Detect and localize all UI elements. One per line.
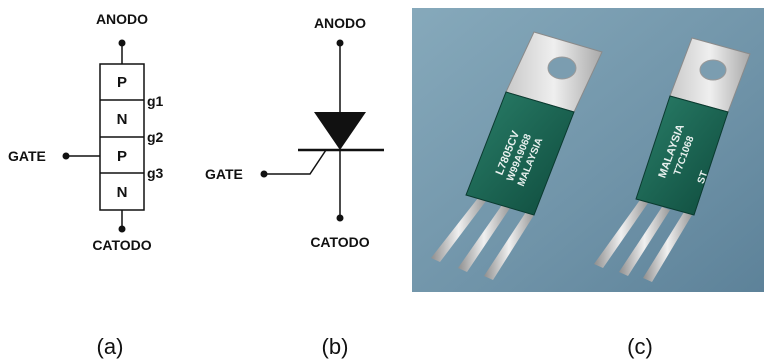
anode-label-b: ANODO	[314, 15, 366, 31]
layer-n1: N	[117, 111, 128, 128]
anode-label-a: ANODO	[96, 11, 148, 27]
device-2-body	[635, 95, 729, 216]
device-2-legs	[594, 200, 692, 282]
gate-label-b: GATE	[205, 166, 243, 182]
panel-c-device-photo: L7805CV W99A9068 MALAYSIA MALAYSIA T7C10…	[412, 8, 764, 359]
gate-lead-b	[264, 149, 327, 175]
cathode-label-a: CATODO	[92, 237, 151, 253]
gate-terminal-b	[260, 170, 268, 178]
device-2-leg-1	[594, 200, 648, 268]
device-2-leg-2	[619, 207, 670, 276]
device-2-leg-3	[643, 212, 692, 282]
device-1-leg-2	[458, 205, 510, 272]
diode-triangle	[314, 112, 366, 150]
junction-g2-label: g2	[147, 129, 164, 145]
layer-p1: P	[117, 74, 127, 91]
device-1-mounting-hole	[547, 56, 577, 80]
panel-a-pnpn-structure: ANODO P N P N g1 g2 g3 GATE CATODO (a)	[8, 11, 164, 359]
caption-c: (c)	[627, 334, 653, 359]
panel-b-scr-symbol: ANODO CATODO GATE (b)	[205, 15, 384, 359]
junction-g1-label: g1	[147, 93, 164, 109]
device-1-leg-1	[431, 198, 486, 262]
caption-a: (a)	[97, 334, 124, 359]
gate-label-a: GATE	[8, 148, 46, 164]
cathode-terminal-b	[336, 214, 344, 222]
cathode-terminal-a	[118, 225, 126, 233]
device-1-legs	[431, 198, 534, 280]
device-1-body	[465, 91, 575, 216]
layer-n2: N	[117, 184, 128, 201]
device-1-leg-3	[484, 212, 534, 280]
device-2-marking-line-3: ST	[696, 170, 711, 186]
layer-p2: P	[117, 148, 127, 165]
cathode-label-b: CATODO	[310, 234, 369, 250]
scr-device-2: MALAYSIA T7C1068 ST	[594, 37, 751, 282]
scr-device-1: L7805CV W99A9068 MALAYSIA	[431, 31, 603, 280]
caption-b: (b)	[322, 334, 349, 359]
junction-g3-label: g3	[147, 165, 164, 181]
device-2-mounting-hole	[699, 59, 727, 81]
